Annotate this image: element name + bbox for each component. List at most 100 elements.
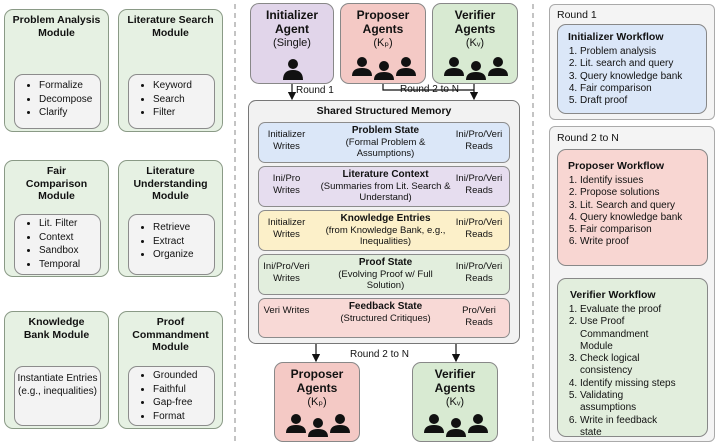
bottom-verifier-agent: Verifier Agents (Kᵥ) xyxy=(412,362,498,442)
workflow-step: Evaluate the proof xyxy=(580,304,680,316)
module-literature-search: Literature Search Module KeywordSearchFi… xyxy=(118,9,223,132)
module-item: Format xyxy=(153,410,214,424)
row-title: Feedback State xyxy=(348,301,423,312)
row-writer: Ini/Pro Writes xyxy=(272,173,301,196)
workflow-title: Initializer Workflow xyxy=(568,31,664,43)
flow-label-round1: Round 1 xyxy=(296,85,334,96)
module-items: FormalizeDecomposeClarify xyxy=(14,74,101,129)
workflow-step: Query knowledge bank xyxy=(580,71,706,83)
flow-label-round2-bottom: Round 2 to N xyxy=(350,349,409,360)
module-items: RetrieveExtractOrganize xyxy=(128,214,215,275)
initializer-workflow: Initializer Workflow Problem analysis Li… xyxy=(557,24,707,114)
module-item: Extract xyxy=(153,235,214,249)
proposer-workflow: Proposer Workflow Identify issues Propos… xyxy=(557,149,708,266)
workflow-title: Proposer Workflow xyxy=(568,160,665,172)
module-item: Context xyxy=(39,231,100,245)
row-desc: (Formal Problem & Assumptions) xyxy=(345,136,426,160)
module-item: Search xyxy=(153,93,214,107)
row-title: Literature Context xyxy=(342,169,429,180)
workflow-step: Identify missing steps xyxy=(580,378,680,390)
memory-title: Shared Structured Memory xyxy=(316,105,452,117)
module-item: Grounded xyxy=(153,369,214,383)
row-title: Proof State xyxy=(358,257,413,268)
verifier-agent: Verifier Agents (Kᵥ) xyxy=(432,3,518,84)
agent-sub: (Single) xyxy=(273,37,311,49)
agent-sub: (Kₚ) xyxy=(373,37,393,49)
agent-title: Verifier Agents xyxy=(434,367,476,395)
group-icon xyxy=(352,57,416,80)
row-title: Problem State xyxy=(351,125,420,136)
panel-label: Round 2 to N xyxy=(557,132,619,144)
module-title: Literature Search Module xyxy=(127,14,214,39)
row-writer: Ini/Pro/Veri Writes xyxy=(263,261,310,284)
panel-label: Round 1 xyxy=(557,9,597,21)
row-reader: Ini/Pro/Veri Reads xyxy=(455,217,503,240)
agent-title: Proposer Agents xyxy=(356,8,410,36)
workflow-step: Problem analysis xyxy=(580,46,706,58)
module-proof-commandment: Proof Commandment Module GroundedFaithfu… xyxy=(118,311,223,429)
workflow-step: Draft proof xyxy=(580,95,706,107)
group-icon xyxy=(444,57,508,80)
module-items: Lit. FilterContextSandboxTemporal xyxy=(14,214,101,275)
module-item: Lit. Filter xyxy=(39,217,100,231)
row-reader: Ini/Pro/Veri Reads xyxy=(455,129,503,152)
memory-row-proof-state: Ini/Pro/Veri Writes Proof State(Evolving… xyxy=(258,254,510,295)
workflow-step: Write proof xyxy=(580,236,707,248)
module-item: Retrieve xyxy=(153,221,214,235)
module-item: Filter xyxy=(153,106,214,120)
verifier-workflow: Verifier Workflow Evaluate the proof Use… xyxy=(557,278,708,440)
module-item: Keyword xyxy=(153,79,214,93)
workflow-step: Fair comparison xyxy=(580,83,706,95)
module-title: Fair Comparison Module xyxy=(25,165,88,202)
workflow-step: Identify issues xyxy=(580,175,707,187)
row-reader: Pro/Veri Reads xyxy=(462,305,496,328)
module-items: GroundedFaithfulGap-freeFormat xyxy=(128,366,215,426)
agent-title: Proposer Agents xyxy=(290,367,344,395)
memory-row-problem-state: Initializer Writes Problem State(Formal … xyxy=(258,122,510,163)
row-reader: Ini/Pro/Veri Reads xyxy=(455,173,503,196)
agent-title: Verifier Agents xyxy=(454,8,496,36)
memory-row-knowledge-entries: Initializer Writes Knowledge Entries(fro… xyxy=(258,210,510,251)
workflow-step: Lit. search and query xyxy=(580,58,706,70)
row-desc: (from Knowledge Bank, e.g., Inequalities… xyxy=(325,224,446,248)
agent-sub: (Kᵥ) xyxy=(445,396,465,408)
memory-row-literature-context: Ini/Pro Writes Literature Context(Summar… xyxy=(258,166,510,207)
agent-sub: (Kₚ) xyxy=(307,396,327,408)
agent-title: Initializer Agent xyxy=(265,8,318,36)
group-icon xyxy=(424,414,488,437)
row-writer: Veri Writes xyxy=(263,305,310,316)
flow-label-round2: Round 2 to N xyxy=(400,84,459,95)
module-item: Organize xyxy=(153,248,214,262)
module-item: Decompose xyxy=(39,93,100,107)
module-item: Clarify xyxy=(39,106,100,120)
row-desc: (Structured Critiques) xyxy=(340,312,431,324)
round2-panel: Round 2 to N Proposer Workflow Identify … xyxy=(549,126,715,442)
module-item: Faithful xyxy=(153,383,214,397)
memory-row-feedback-state: Veri Writes Feedback State(Structured Cr… xyxy=(258,298,510,338)
proposer-agent: Proposer Agents (Kₚ) xyxy=(340,3,426,84)
line-proposer-verifier xyxy=(382,84,474,91)
module-items: KeywordSearchFilter xyxy=(128,74,215,129)
row-title: Knowledge Entries xyxy=(340,213,431,224)
person-icon xyxy=(283,59,303,80)
agent-sub: (Kᵥ) xyxy=(465,37,485,49)
module-literature-understanding: Literature Understanding Module Retrieve… xyxy=(118,160,223,277)
round1-panel: Round 1 Initializer Workflow Problem ana… xyxy=(549,4,715,120)
row-writer: Initializer Writes xyxy=(267,217,306,240)
module-item: Gap-free xyxy=(153,396,214,410)
workflow-step: Check logical consistency xyxy=(580,353,680,378)
row-desc: (Evolving Proof w/ Full Solution) xyxy=(338,268,433,292)
initializer-agent: Initializer Agent (Single) xyxy=(250,3,334,84)
workflow-step: Write in feedback state xyxy=(580,415,680,440)
row-reader: Ini/Pro/Veri Reads xyxy=(455,261,503,284)
workflow-step: Validating assumptions xyxy=(580,390,680,415)
module-title: Problem Analysis Module xyxy=(12,14,101,39)
module-title: Literature Understanding Module xyxy=(133,165,208,202)
module-text: Instantiate Entries (e.g., inequalities) xyxy=(17,373,98,397)
module-problem-analysis: Problem Analysis Module FormalizeDecompo… xyxy=(4,9,109,132)
workflow-step: Use Proof Commandment Module xyxy=(580,316,680,353)
module-text-box: Instantiate Entries (e.g., inequalities) xyxy=(14,366,101,426)
module-knowledge-bank: Knowledge Bank Module Instantiate Entrie… xyxy=(4,311,109,429)
row-desc: (Summaries from Lit. Search & Understand… xyxy=(320,180,451,204)
workflow-step: Fair comparison xyxy=(580,224,707,236)
